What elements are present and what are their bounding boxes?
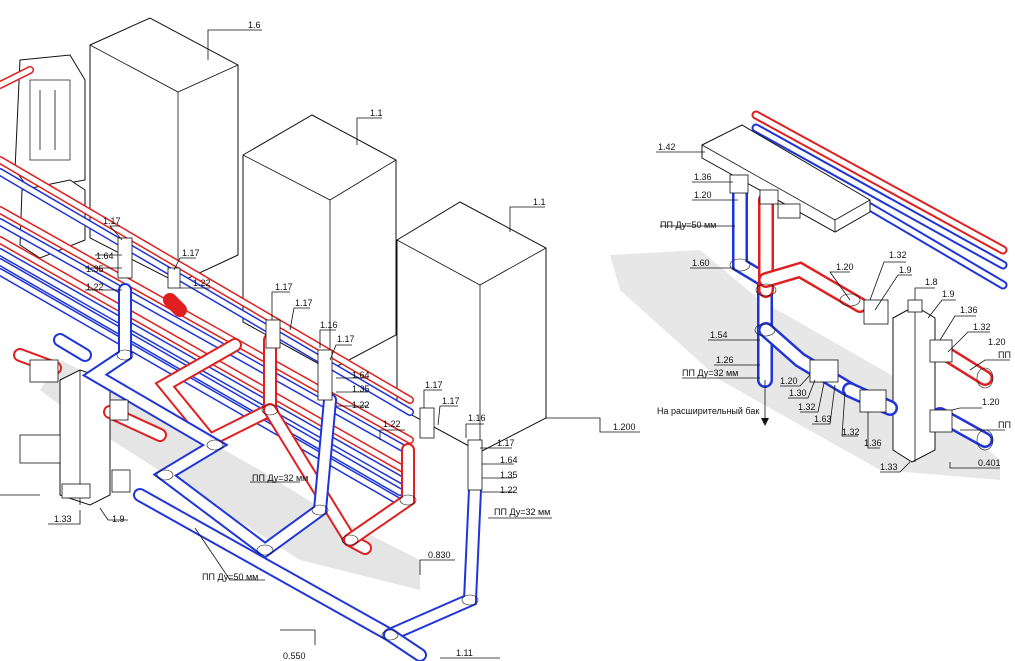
label-r-120c: 1.20 [988,337,1006,347]
label-r-136: 1.36 [694,172,712,182]
label-valve-a2: 1.64 [96,251,114,261]
label-valve-c2: 1.17 [442,396,460,406]
pipe-joints-right [729,258,994,451]
label-elev-0401: 0.401 [978,458,1001,468]
label-r-132b: 1.32 [973,322,991,332]
label-r-pp: ПП [998,350,1011,360]
label-r-120d: 1.20 [780,376,798,386]
label-r-130: 1.30 [789,388,807,398]
label-r-120a: 1.20 [694,190,712,200]
label-boiler-b: 1.1 [370,108,383,118]
label-valve-c3: 1.16 [468,413,486,423]
leaders-left [0,29,640,659]
label-elev-0550: 0.550 [283,651,306,661]
pipe-return-loop [53,283,482,661]
label-r-19a: 1.9 [899,265,912,275]
label-r-pp2: ПП [998,420,1011,430]
label-r-19b: 1.9 [942,289,955,299]
label-valve-b8: 1.22 [383,419,401,429]
valve-fittings-left [19,237,483,493]
label-r-142: 1.42 [658,142,676,152]
hydraulic-separator-right [892,299,936,463]
pipe-supply-loop [13,293,415,555]
label-valve-c1: 1.17 [425,380,443,390]
label-r-120b: 1.20 [836,262,854,272]
label-r-132a: 1.32 [889,250,907,260]
hydraulic-unit-left [59,369,111,506]
label-r-132d: 1.32 [842,427,860,437]
label-valve-a6: 1.22 [193,278,211,288]
label-valve-b5: 1.64 [352,370,370,380]
label-r-18: 1.8 [925,277,938,287]
label-pipe-pp50: ПП Ду=50 мм [202,572,258,582]
pipe-bundle-left [0,66,414,506]
label-valve-b3: 1.16 [320,320,338,330]
label-valve-c6: 1.35 [500,470,518,480]
label-valve-b4: 1.17 [337,334,355,344]
label-r-133: 1.33 [880,462,898,472]
label-bottom-111: 1.11 [456,648,473,658]
label-r-132c: 1.32 [798,402,816,412]
label-valve-c5: 1.64 [500,455,518,465]
label-pipe-pp32-right: ПП Ду=32 мм [682,368,738,378]
label-r-154: 1.54 [710,330,728,340]
label-r-120e: 1.20 [982,397,1000,407]
label-left-19: 1.9 [112,514,125,524]
label-valve-a1: 1.17 [103,216,121,226]
label-valve-a3: 1.35 [86,264,104,274]
label-r-tank: На расширительный бак [657,406,759,416]
label-valve-c4: 1.17 [497,438,515,448]
label-valve-a4: 1.22 [86,282,104,292]
boiler-box-a [89,17,239,284]
leaders-right [656,151,1010,473]
label-pipe-pp50-right: ПП Ду=50 мм [660,220,716,230]
pipe-joints-left [116,349,479,641]
label-valve-a5: 1.17 [182,248,200,258]
label-r-163: 1.63 [814,414,832,424]
label-r-160: 1.60 [692,258,710,268]
valve-fittings-right [729,174,953,433]
label-valve-b1: 1.17 [275,282,293,292]
label-boiler-c: 1.1 [533,197,546,207]
label-valve-c7: 1.22 [500,485,518,495]
separator-tank-right [701,124,871,233]
label-r-126: 1.26 [716,355,734,365]
label-r-136c: 1.36 [864,438,882,448]
label-r-136b: 1.36 [960,305,978,315]
label-elev-1200: 1.200 [613,422,636,432]
label-valve-b2: 1.17 [295,298,313,308]
label-valve-b6: 1.35 [352,384,370,394]
label-elev-0830: 0.830 [428,550,451,560]
label-valve-b7: 1.22 [352,400,370,410]
boiler-box-b [242,114,397,371]
label-boiler-a: 1.6 [248,20,261,30]
label-pipe-pp32-a: ПП Ду=32 мм [252,473,308,483]
label-pipe-pp32-b: ПП Ду=32 мм [494,507,550,517]
label-left-133: 1.33 [54,514,72,524]
